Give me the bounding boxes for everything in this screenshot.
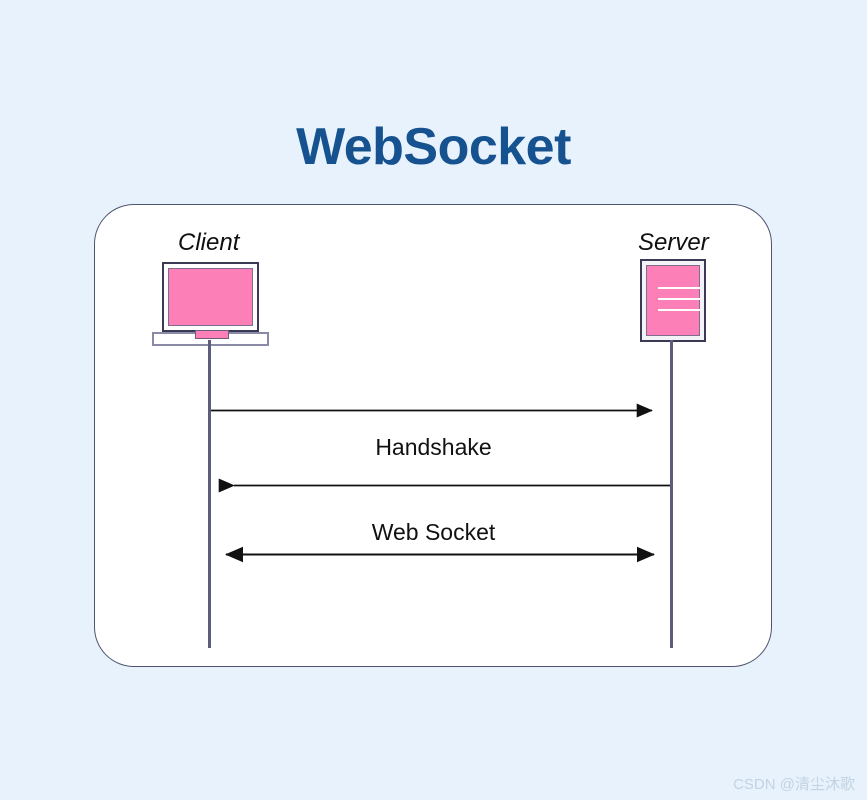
lifeline-server xyxy=(670,340,673,648)
server-body xyxy=(646,265,700,336)
laptop-trackpad xyxy=(195,330,229,339)
actor-label-server: Server xyxy=(638,229,709,256)
laptop-screen xyxy=(168,268,253,326)
laptop-icon xyxy=(152,262,269,346)
server-icon xyxy=(640,259,706,342)
server-rack-line xyxy=(658,287,700,289)
lifeline-client xyxy=(208,340,211,648)
server-rack-line xyxy=(658,309,700,311)
message-label-web-socket: Web Socket xyxy=(371,519,496,545)
server-rack-line xyxy=(658,298,700,300)
watermark: CSDN @清尘沐歌 xyxy=(733,776,855,793)
actor-label-client: Client xyxy=(178,229,240,256)
page-title: WebSocket xyxy=(296,118,571,176)
message-label-handshake: Handshake xyxy=(375,434,492,460)
